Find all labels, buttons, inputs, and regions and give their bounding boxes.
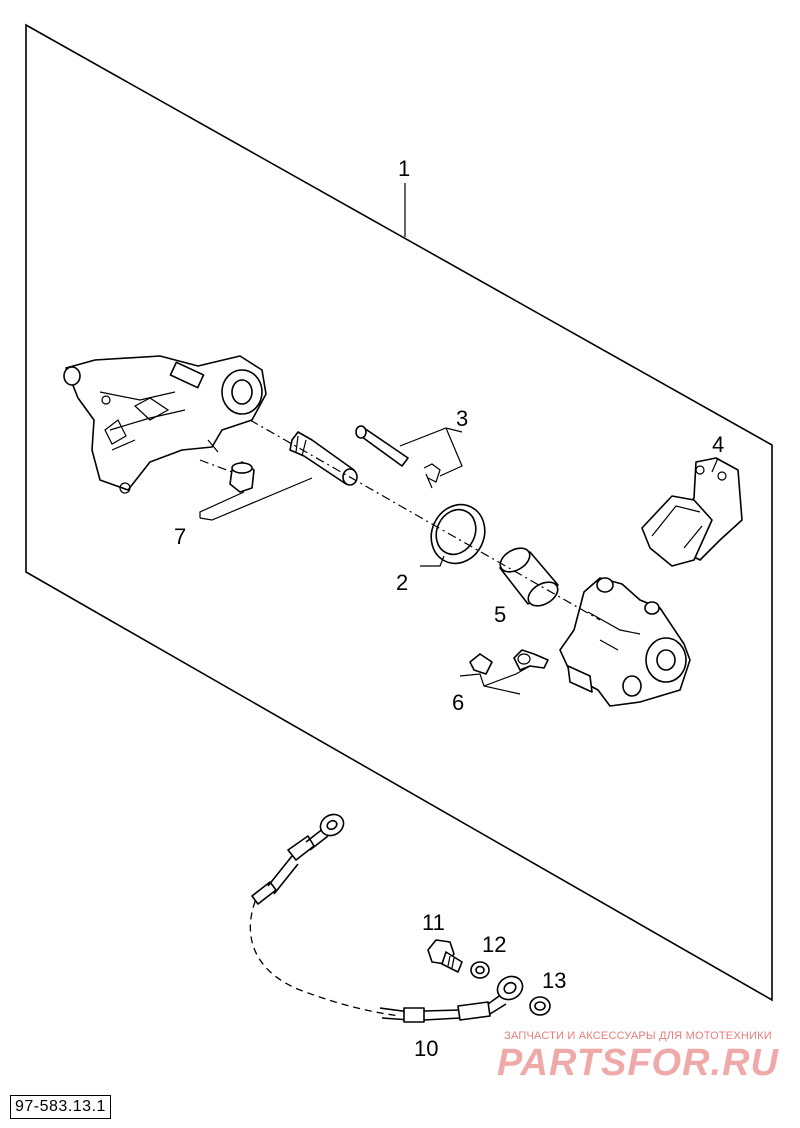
callout-3: 3 bbox=[456, 406, 468, 431]
callout-13: 13 bbox=[542, 968, 566, 993]
piston-seal bbox=[430, 503, 486, 565]
leader-6 bbox=[459, 665, 531, 695]
callout-4: 4 bbox=[712, 432, 724, 457]
pad-pin-and-clip bbox=[355, 425, 441, 489]
sealing-washer-lower bbox=[529, 996, 551, 1016]
brake-hose bbox=[249, 813, 524, 1023]
callout-7: 7 bbox=[174, 524, 186, 549]
bleed-screw-and-cap bbox=[469, 649, 549, 675]
banjo-bolt bbox=[427, 939, 463, 973]
watermark-logo: PARTSFOR.RU bbox=[497, 1042, 779, 1084]
brake-pads bbox=[641, 457, 743, 567]
callout-12: 12 bbox=[482, 932, 506, 957]
callout-1: 1 bbox=[398, 156, 410, 181]
watermark: ЗАПЧАСТИ И АКСЕССУАРЫ ДЛЯ МОТОТЕХНИКИ PA… bbox=[488, 1030, 788, 1084]
piston bbox=[499, 547, 559, 607]
caliper-support-bracket bbox=[63, 355, 267, 494]
assembly-axis-2 bbox=[199, 459, 233, 473]
guide-pin bbox=[289, 431, 358, 486]
callout-2: 2 bbox=[396, 570, 408, 595]
callout-11: 11 bbox=[422, 910, 445, 935]
assembly-panel bbox=[25, 23, 773, 1002]
watermark-tagline: ЗАПЧАСТИ И АКСЕССУАРЫ ДЛЯ МОТОТЕХНИКИ bbox=[504, 1030, 772, 1042]
leader-7 bbox=[199, 477, 313, 521]
leader-2 bbox=[420, 555, 445, 567]
callout-6: 6 bbox=[452, 690, 464, 715]
rubber-boot bbox=[229, 461, 255, 493]
callout-10: 10 bbox=[414, 1036, 438, 1061]
leader-3 bbox=[399, 427, 463, 477]
callout-5: 5 bbox=[494, 602, 506, 627]
caliper-housing bbox=[559, 577, 691, 707]
leader-4 bbox=[711, 457, 719, 473]
sealing-washer-upper bbox=[470, 961, 490, 979]
diagram-code: 97-583.13.1 bbox=[10, 1095, 111, 1119]
assembly-axis-1 bbox=[249, 419, 601, 621]
